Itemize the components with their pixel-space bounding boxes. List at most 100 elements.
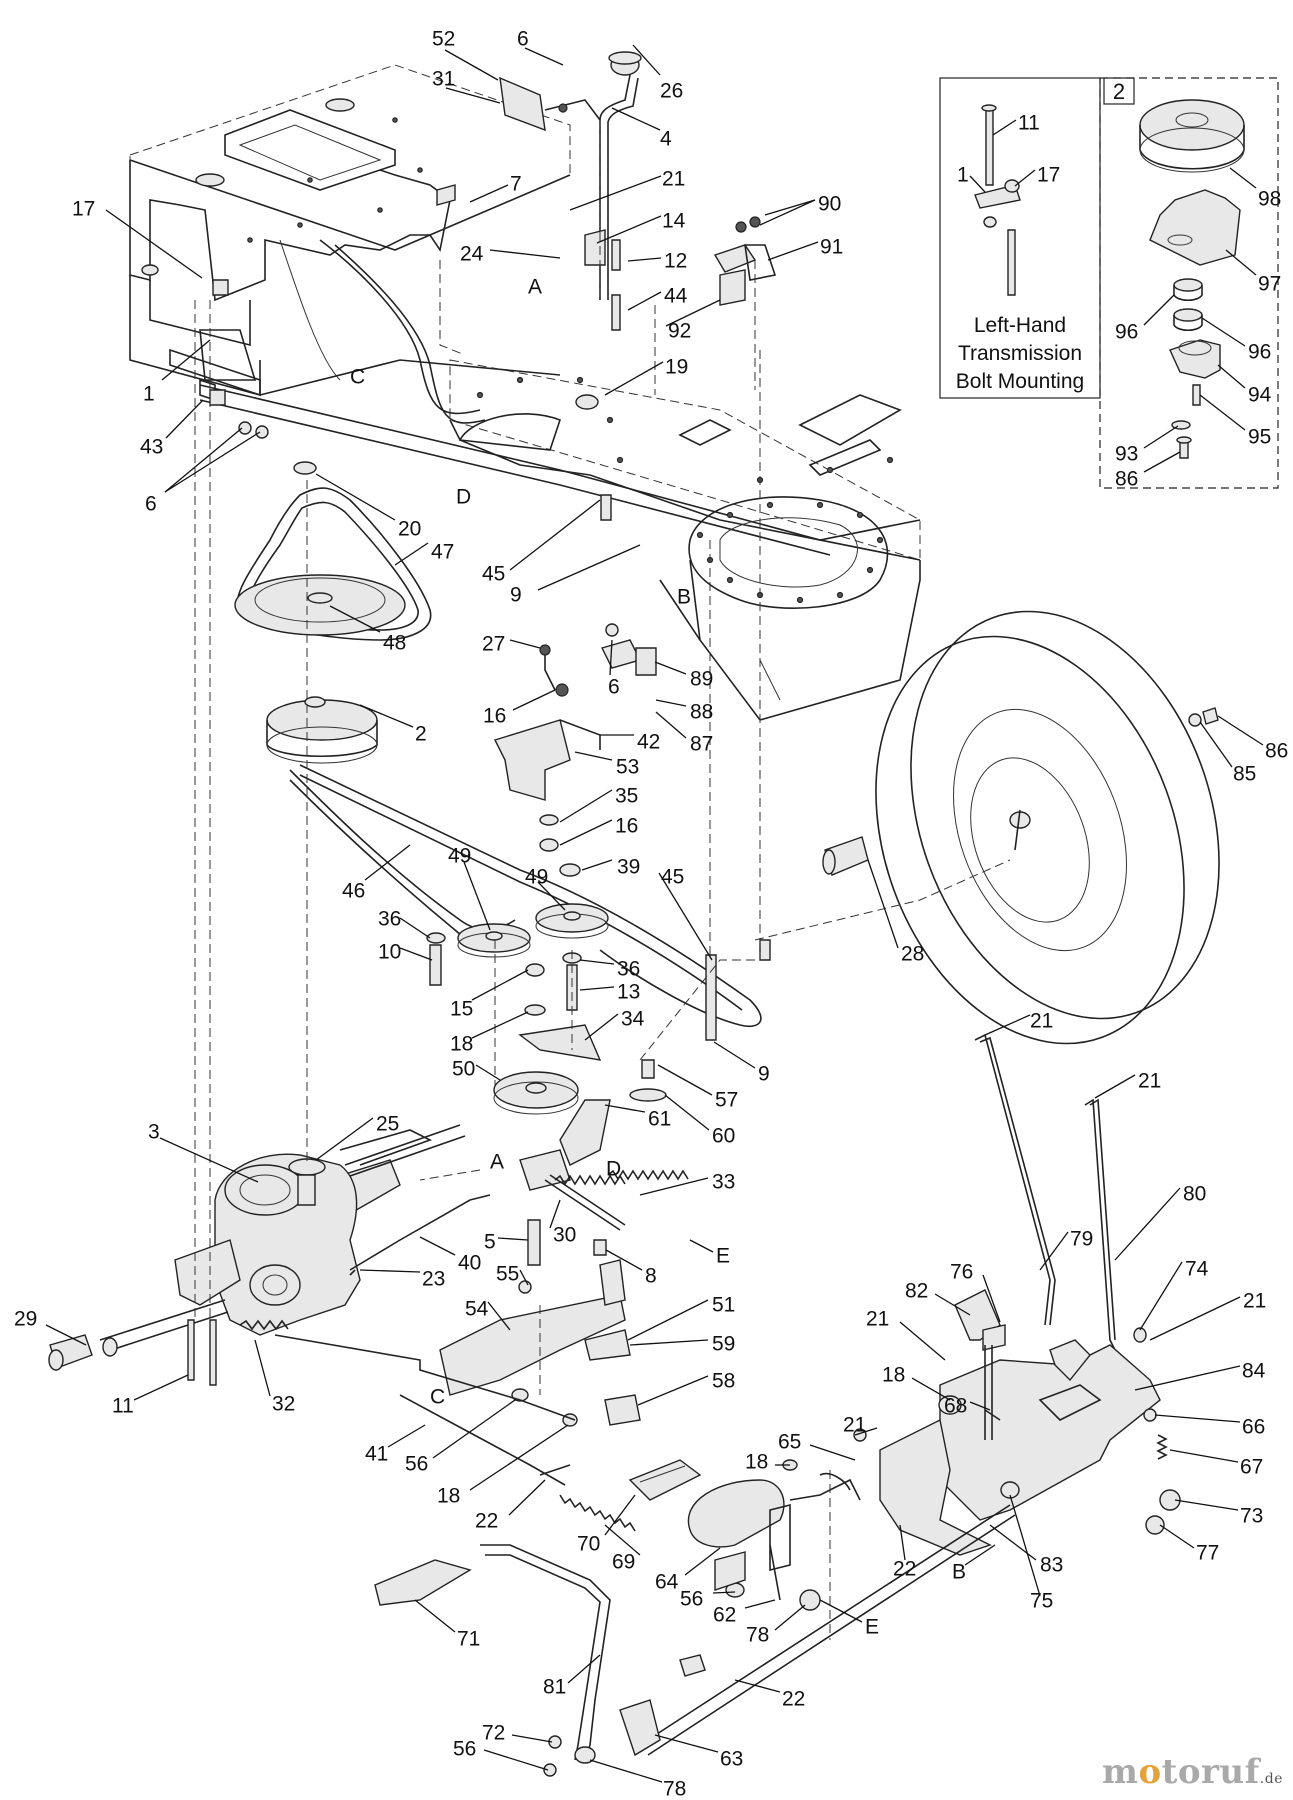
part-number-label: 21 — [866, 1308, 889, 1331]
shift-lever — [499, 51, 642, 300]
part-number-label: 16 — [483, 705, 506, 728]
part-number-label: 49 — [525, 866, 548, 889]
part-number-label: 55 — [496, 1263, 519, 1286]
part-number-label: 86 — [1265, 740, 1288, 763]
part-number-label: 26 — [660, 80, 683, 103]
frame-cables — [279, 239, 486, 424]
part-number-label: 30 — [553, 1224, 576, 1247]
reference-label: D — [456, 486, 471, 509]
alignment-lines — [194, 120, 1011, 1640]
part-number-label: 32 — [272, 1393, 295, 1416]
inset-badge: 2 — [1113, 79, 1125, 104]
reference-label: B — [952, 1561, 966, 1584]
part-number-label: 73 — [1240, 1505, 1263, 1528]
part-number-label: 97 — [1258, 273, 1281, 296]
part-number-label: 21 — [843, 1414, 866, 1437]
part-number-label: 52 — [432, 28, 455, 51]
reference-label: C — [350, 366, 365, 389]
part-number-label: 10 — [378, 941, 401, 964]
part-number-label: 56 — [405, 1453, 428, 1476]
part-number-label: 59 — [712, 1333, 735, 1356]
fasteners — [209, 184, 771, 1427]
part-number-label: 1 — [957, 164, 969, 187]
idler-bracket — [494, 644, 601, 877]
part-number-label: 77 — [1196, 1542, 1219, 1565]
part-number-label: 86 — [1115, 468, 1138, 491]
reference-label: B — [677, 586, 691, 609]
part-number-label: 22 — [475, 1510, 498, 1533]
part-number-label: 11 — [112, 1395, 134, 1418]
watermark-accent-letter: o — [1138, 1752, 1162, 1792]
part-number-label: 56 — [453, 1738, 476, 1761]
part-number-label: 28 — [901, 943, 924, 966]
part-number-label: 21 — [1138, 1070, 1161, 1093]
pedal-linkage — [374, 1033, 1181, 1777]
part-number-label: 75 — [1030, 1590, 1053, 1613]
part-number-label: 16 — [615, 815, 638, 838]
part-number-label: 95 — [1248, 426, 1271, 449]
reference-label: C — [430, 1386, 445, 1409]
part-number-label: 34 — [621, 1008, 645, 1031]
leader-lines — [45, 44, 1264, 1783]
part-number-label: 90 — [818, 193, 841, 216]
part-number-label: 21 — [1030, 1010, 1053, 1033]
part-number-label: 21 — [1243, 1290, 1266, 1313]
part-number-label: 6 — [517, 28, 529, 51]
watermark-text-part: toruf — [1161, 1752, 1260, 1792]
part-number-label: 41 — [365, 1443, 388, 1466]
part-number-label: 57 — [715, 1089, 738, 1112]
reference-label: A — [490, 1151, 504, 1174]
part-number-label: 11 — [1018, 112, 1040, 135]
inset-pulley-assembly: 2 — [1099, 77, 1279, 489]
part-number-label: 61 — [648, 1108, 671, 1131]
drive-belts — [234, 461, 762, 1115]
part-number-label: 21 — [662, 168, 685, 191]
watermark-text-part: m — [1101, 1752, 1139, 1792]
inset-caption-line-1: Left-Hand — [974, 314, 1066, 337]
part-number-label: 53 — [616, 756, 639, 779]
transaxle — [48, 1124, 466, 1386]
part-number-label: 82 — [905, 1280, 928, 1303]
part-number-label: 18 — [450, 1033, 473, 1056]
part-number-label: 9 — [758, 1063, 770, 1086]
idler-arm — [518, 1024, 689, 1231]
part-number-label: 65 — [778, 1431, 801, 1454]
inset-caption-line-3: Bolt Mounting — [956, 370, 1084, 393]
part-number-label: 40 — [458, 1252, 481, 1275]
part-number-label: 88 — [690, 701, 713, 724]
part-number-label: 74 — [1185, 1258, 1209, 1281]
part-number-label: 72 — [482, 1722, 505, 1745]
part-number-label: 43 — [140, 436, 163, 459]
safety-switch — [713, 216, 777, 306]
part-number-label: 45 — [482, 563, 505, 586]
part-number-label: 25 — [376, 1113, 399, 1136]
part-number-label: 64 — [655, 1571, 679, 1594]
part-number-label: 31 — [432, 68, 455, 91]
part-number-label: 66 — [1242, 1416, 1265, 1439]
part-number-label: 49 — [448, 845, 471, 868]
part-number-label: 22 — [893, 1558, 916, 1581]
part-number-label: 12 — [664, 250, 687, 273]
inset-bolt-mounting: Left-Hand Transmission Bolt Mounting — [939, 77, 1101, 399]
part-number-label: 18 — [437, 1485, 460, 1508]
part-number-label: 18 — [882, 1364, 905, 1387]
rear-wheel — [822, 610, 1220, 1045]
shift-rods — [274, 1194, 576, 1486]
watermark-domain-suffix: .de — [1259, 1771, 1283, 1787]
reference-label: A — [528, 276, 542, 299]
part-number-label: 39 — [617, 856, 640, 879]
reference-label: E — [865, 1616, 879, 1639]
part-number-label: 96 — [1115, 321, 1138, 344]
part-number-label: 80 — [1183, 1183, 1206, 1206]
part-number-label: 69 — [612, 1551, 635, 1574]
part-number-label: 22 — [782, 1688, 805, 1711]
part-number-label: 33 — [712, 1171, 735, 1194]
part-number-label: 79 — [1070, 1228, 1093, 1251]
part-number-label: 54 — [465, 1298, 489, 1321]
part-number-label: 19 — [665, 356, 688, 379]
reference-label: D — [606, 1158, 621, 1181]
part-number-label: 78 — [663, 1778, 686, 1800]
part-number-label: 7 — [510, 173, 522, 196]
part-number-label: 24 — [460, 243, 484, 266]
